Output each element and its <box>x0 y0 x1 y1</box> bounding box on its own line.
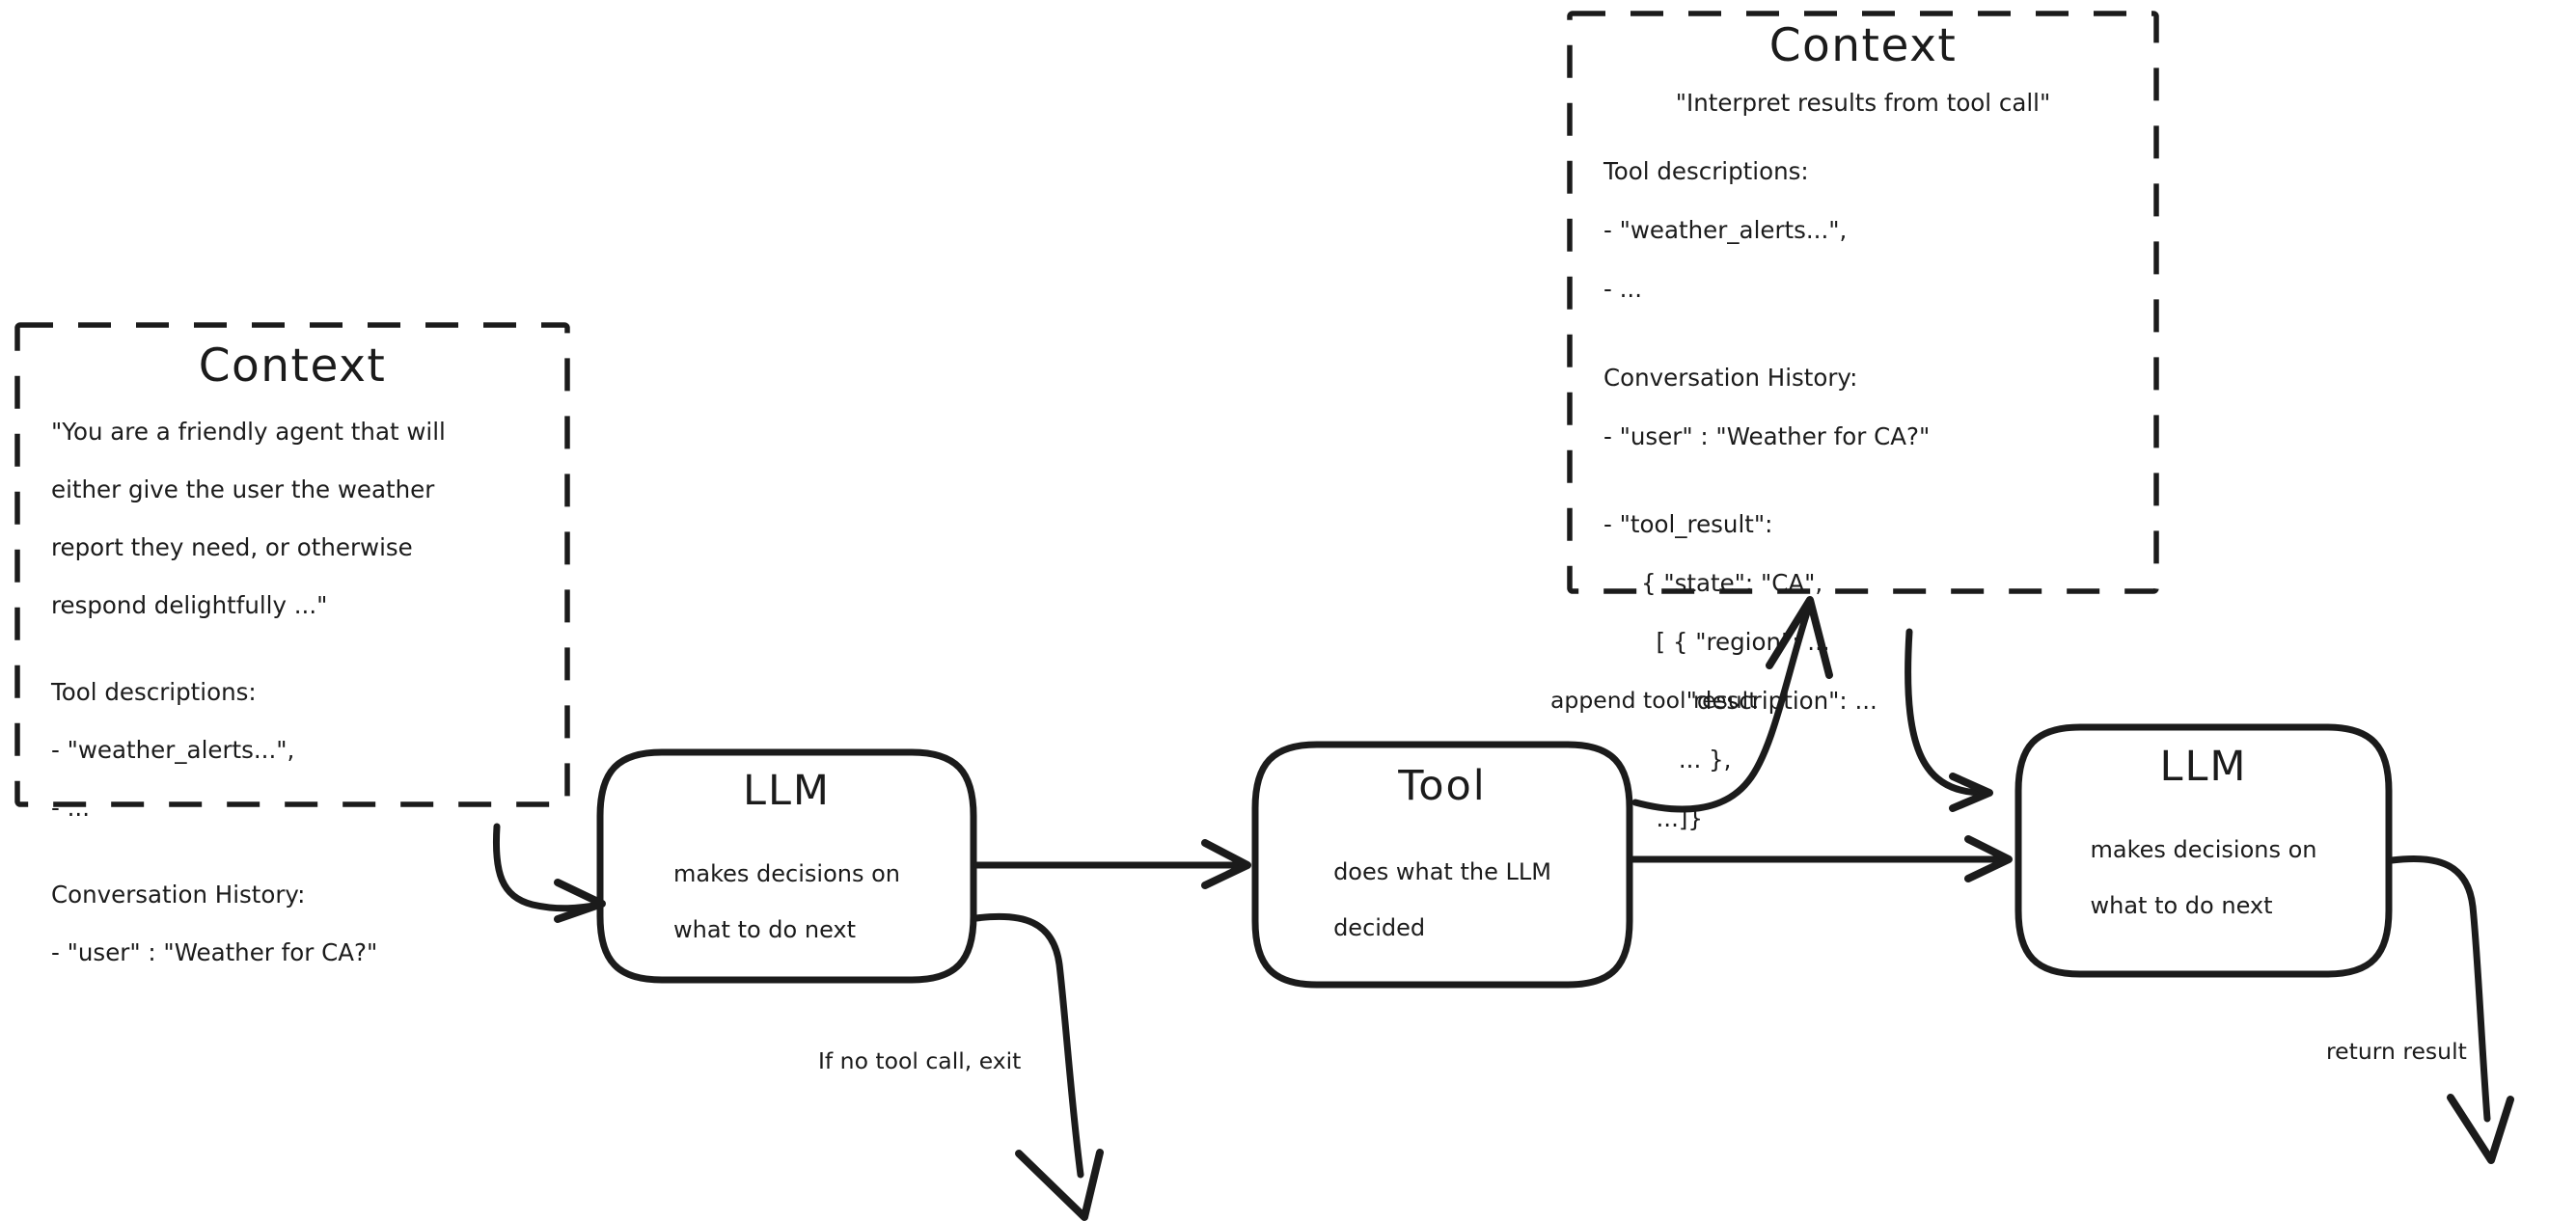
arrow-tool-to-llm2 <box>1630 835 2013 882</box>
context-left-line-10: - "user" : "Weather for CA?" <box>51 938 378 966</box>
arrow-context-to-llm1 <box>492 823 606 923</box>
arrow-llm1-to-tool <box>973 839 1251 889</box>
arrow-llm1-exit <box>973 912 1104 1221</box>
arrow-tool-to-context-right <box>1631 596 1833 813</box>
edge-label-append-tool-result: append tool result <box>1550 687 1758 714</box>
context-left-border <box>14 322 570 807</box>
context-left-line-6: - "weather_alerts...", <box>51 736 295 764</box>
context-right-line-4: Conversation History: <box>1603 363 1858 392</box>
context-right-line-0: Tool descriptions: <box>1603 157 1809 185</box>
llm-1-border <box>596 748 977 984</box>
context-left-line-7: - ... <box>51 794 90 822</box>
context-right-line-2: - ... <box>1603 275 1642 303</box>
context-left-title: Context <box>198 339 387 393</box>
context-right-line-9: [ { "region": ... <box>1603 628 1830 656</box>
context-left-line-9: Conversation History: <box>51 881 306 909</box>
llm-2-border <box>2014 723 2393 978</box>
context-right-line-5: - "user" : "Weather for CA?" <box>1603 421 1931 450</box>
context-right-title: Context <box>1768 19 1958 72</box>
context-right-line-12: ...]} <box>1603 804 1704 832</box>
context-left-line-1: either give the user the weather <box>51 475 435 503</box>
context-right-line-1: - "weather_alerts...", <box>1603 216 1848 244</box>
context-right-border <box>1567 11 2159 594</box>
edge-label-return-result: return result <box>2326 1038 2467 1065</box>
context-left-line-3: respond delightfully ..." <box>51 591 328 619</box>
context-right-line-8: { "state": "CA", <box>1603 569 1823 597</box>
context-right-line-11: ... }, <box>1603 746 1732 773</box>
arrow-context-right-to-llm2 <box>1905 628 1993 812</box>
context-left-line-2: report they need, or otherwise <box>51 533 413 561</box>
context-left-line-0: "You are a friendly agent that will <box>51 418 446 446</box>
context-left-body: "You are a friendly agent that will eith… <box>51 418 553 967</box>
context-left-line-5: Tool descriptions: <box>51 678 257 706</box>
context-right-line-10: "description": ... <box>1603 687 1877 715</box>
tool-border <box>1251 741 1633 989</box>
arrow-llm2-return-result <box>2388 855 2514 1164</box>
context-right-body: Tool descriptions: - "weather_alerts..."… <box>1603 157 2144 834</box>
edge-label-if-no-tool-call-exit: If no tool call, exit <box>818 1047 1022 1074</box>
context-right-subtitle: "Interpret results from tool call" <box>1675 89 2051 117</box>
context-right-line-7: - "tool_result": <box>1603 510 1773 538</box>
